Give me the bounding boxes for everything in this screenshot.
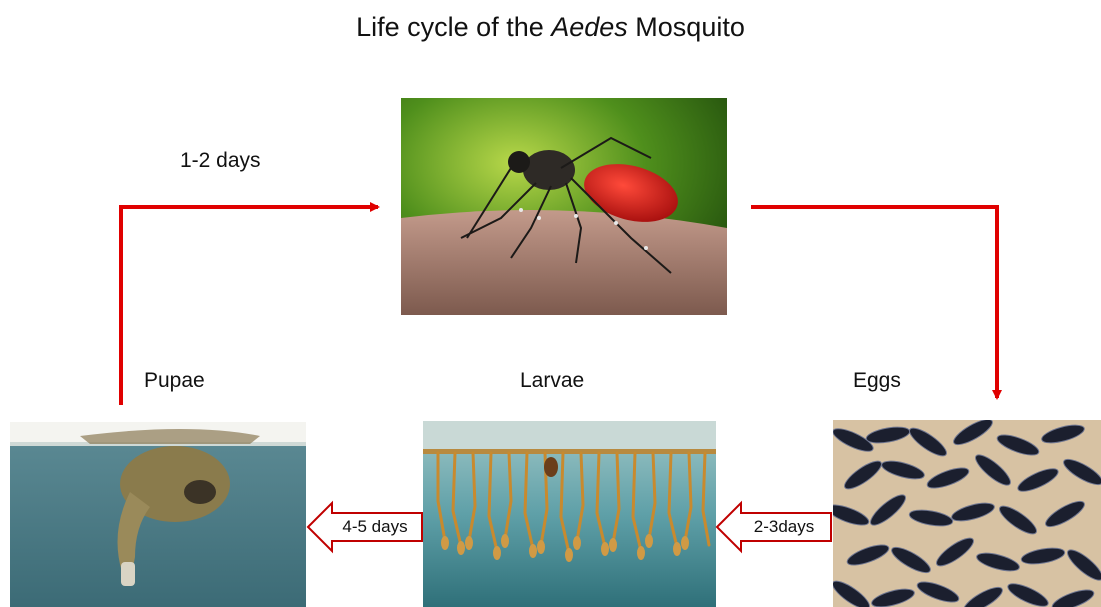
mosquito-larvae-photo [423, 421, 716, 607]
label-eggs: Eggs [853, 368, 901, 394]
diagram-title: Life cycle of the Aedes Mosquito [0, 10, 1101, 44]
adult-mosquito-photo [401, 98, 727, 315]
mosquito-eggs-photo [833, 420, 1101, 607]
label-1-2-days: 1-2 days [180, 148, 261, 174]
title-prefix: Life cycle of the [356, 12, 551, 42]
label-larvae: Larvae [520, 368, 584, 394]
title-genus: Aedes [551, 12, 628, 42]
label-pupae: Pupae [144, 368, 205, 394]
label-4-5-days: 4-5 days [332, 517, 418, 537]
mosquito-pupa-photo [10, 422, 306, 607]
title-suffix: Mosquito [628, 12, 745, 42]
label-2-3-days: 2-3days [741, 517, 827, 537]
